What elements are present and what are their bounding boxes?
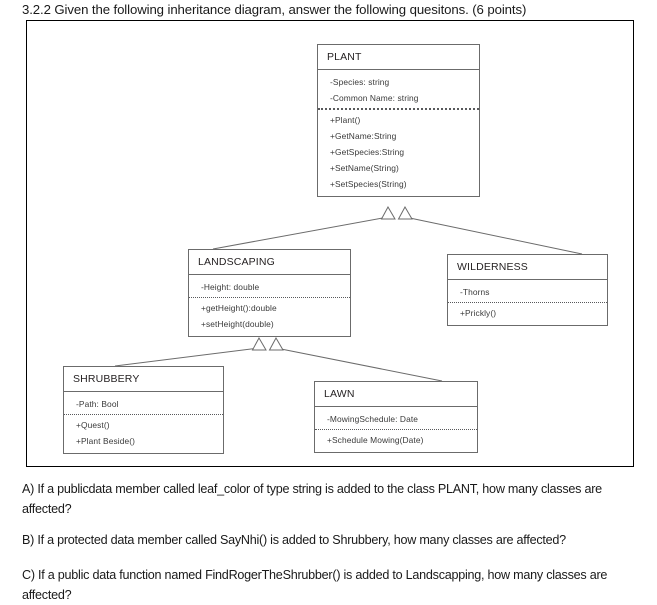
class-name-lawn: LAWN bbox=[315, 382, 477, 407]
class-method: +GetName:String bbox=[330, 130, 397, 141]
class-name-plant: PLANT bbox=[318, 45, 479, 70]
class-name-landscaping: LANDSCAPING bbox=[189, 250, 350, 275]
class-attribute: -Height: double bbox=[201, 281, 260, 292]
class-method: +Schedule Mowing(Date) bbox=[327, 434, 424, 445]
arrow-wilderness-to-plant bbox=[397, 205, 583, 255]
compartment-divider bbox=[64, 414, 223, 415]
class-method: +setHeight(double) bbox=[201, 318, 274, 329]
compartment-divider bbox=[318, 108, 479, 110]
compartment-divider bbox=[315, 429, 477, 430]
compartment-divider bbox=[189, 297, 350, 298]
class-method: +Quest() bbox=[76, 419, 110, 430]
class-method: +Plant() bbox=[330, 114, 361, 125]
uml-class-plant[interactable]: PLANT -Species: string -Common Name: str… bbox=[317, 44, 480, 197]
class-method: +Prickly() bbox=[460, 307, 497, 318]
arrow-landscaping-to-plant bbox=[212, 205, 396, 250]
compartment-divider bbox=[448, 302, 607, 303]
uml-class-shrubbery[interactable]: SHRUBBERY -Path: Bool +Quest() +Plant Be… bbox=[63, 366, 224, 454]
class-method: +getHeight():double bbox=[201, 302, 277, 313]
class-body-shrubbery: -Path: Bool +Quest() +Plant Beside() bbox=[64, 392, 223, 453]
class-method: +Plant Beside() bbox=[76, 435, 135, 446]
class-method: +SetSpecies(String) bbox=[330, 178, 407, 189]
question-b: B) If a protected data member called Say… bbox=[22, 533, 566, 547]
page-title: 3.2.2 Given the following inheritance di… bbox=[22, 2, 527, 17]
question-a: A) If a publicdata member called leaf_co… bbox=[22, 482, 602, 516]
class-body-lawn: -MowingSchedule: Date +Schedule Mowing(D… bbox=[315, 407, 477, 452]
class-attribute: -Thorns bbox=[460, 286, 490, 297]
class-name-wilderness: WILDERNESS bbox=[448, 255, 607, 280]
class-attribute: -MowingSchedule: Date bbox=[327, 413, 419, 424]
class-method: +GetSpecies:String bbox=[330, 146, 405, 157]
class-attribute: -Common Name: string bbox=[330, 92, 419, 103]
arrow-lawn-to-landscaping bbox=[268, 336, 443, 382]
class-name-shrubbery: SHRUBBERY bbox=[64, 367, 223, 392]
inheritance-connector-layer bbox=[114, 205, 583, 382]
question-c: C) If a public data function named FindR… bbox=[22, 568, 608, 602]
uml-class-lawn[interactable]: LAWN -MowingSchedule: Date +Schedule Mow… bbox=[314, 381, 478, 453]
class-body-wilderness: -Thorns +Prickly() bbox=[448, 280, 607, 325]
uml-class-landscaping[interactable]: LANDSCAPING -Height: double +getHeight()… bbox=[188, 249, 351, 337]
class-body-landscaping: -Height: double +getHeight():double +set… bbox=[189, 275, 350, 336]
class-attribute: -Path: Bool bbox=[76, 398, 119, 409]
diagram-container: PLANT -Species: string -Common Name: str… bbox=[26, 20, 634, 467]
class-method: +SetName(String) bbox=[330, 162, 399, 173]
class-attribute: -Species: string bbox=[330, 76, 390, 87]
arrow-shrubbery-to-landscaping bbox=[114, 336, 267, 367]
class-body-plant: -Species: string -Common Name: string +P… bbox=[318, 70, 479, 196]
uml-class-wilderness[interactable]: WILDERNESS -Thorns +Prickly() bbox=[447, 254, 608, 326]
